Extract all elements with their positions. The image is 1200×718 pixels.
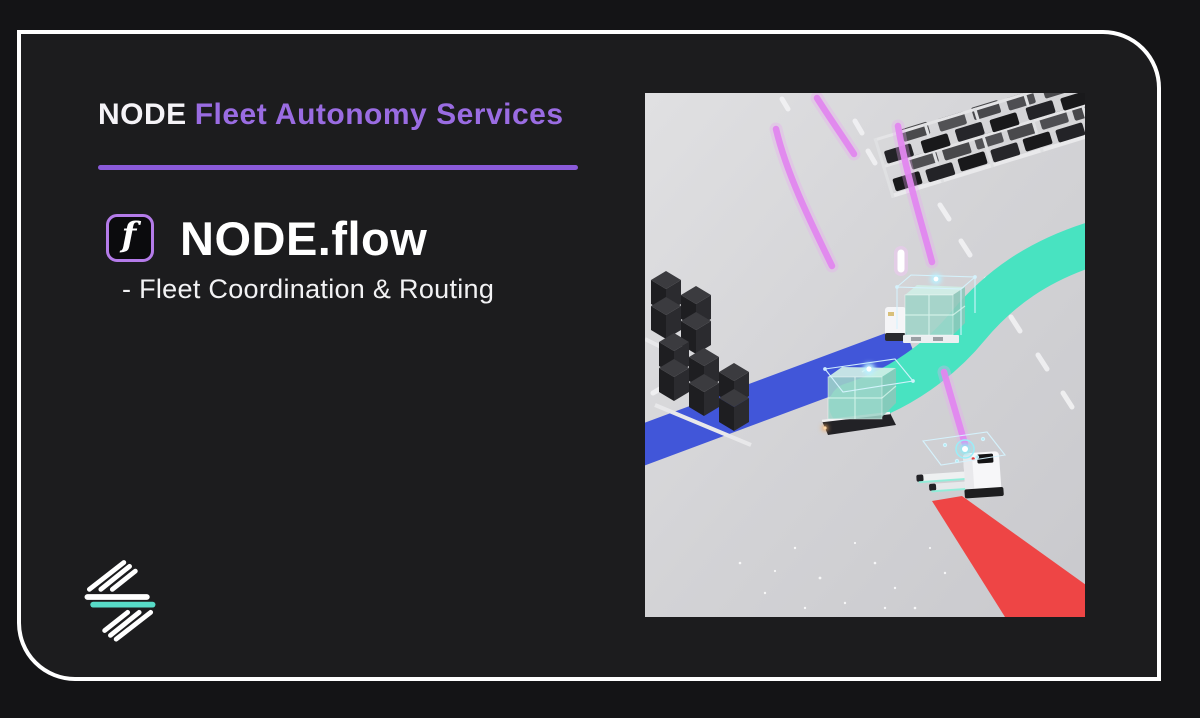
warehouse-scene-image xyxy=(645,93,1085,617)
floor-specks xyxy=(738,541,947,610)
product-name: NODE.flow xyxy=(180,211,428,265)
flow-f-icon: f xyxy=(121,215,137,255)
storage-rack xyxy=(873,93,1085,199)
agv-robot-2 xyxy=(821,366,897,435)
service-text: Fleet Autonomy Services xyxy=(194,98,564,131)
brand-text: NODE xyxy=(98,98,187,131)
flow-app-icon: f xyxy=(106,214,154,262)
route-blue xyxy=(645,326,918,466)
product-tagline: - Fleet Coordination & Routing xyxy=(122,274,495,304)
detection-glow-dots xyxy=(863,273,975,459)
divider-rule xyxy=(98,165,578,170)
product-row: f NODE.flow xyxy=(106,210,427,266)
company-logo-icon xyxy=(74,550,166,644)
detection-overlays xyxy=(823,274,1007,466)
agv-robot-3 xyxy=(916,451,1004,499)
lidar-beams xyxy=(769,93,972,451)
pallet-stacks xyxy=(645,271,752,447)
route-red xyxy=(932,496,1085,617)
